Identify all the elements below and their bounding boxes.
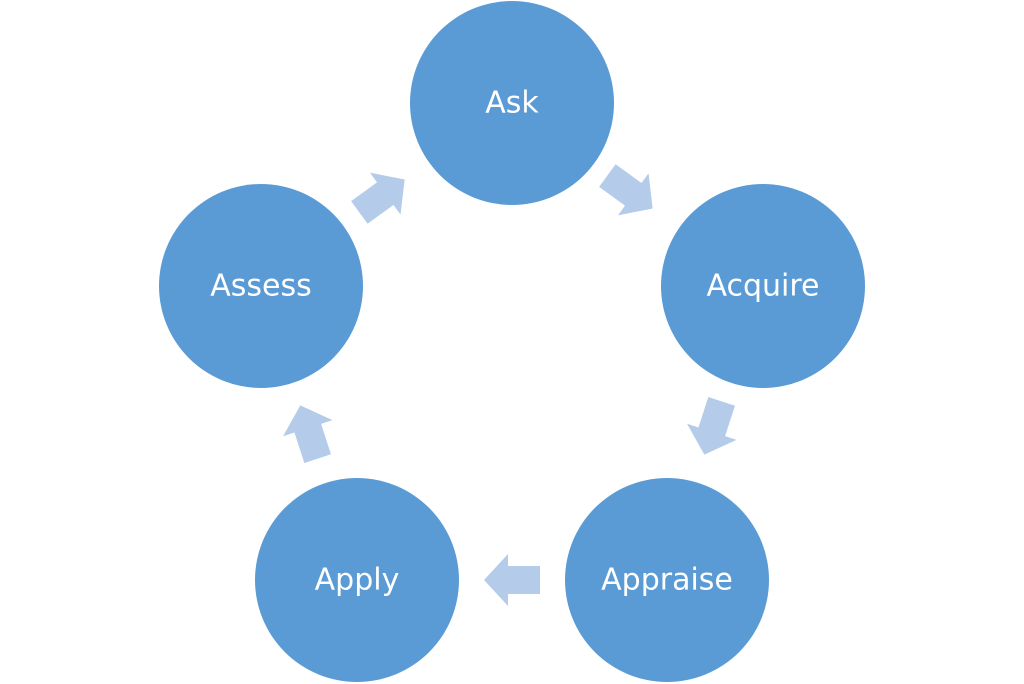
node-acquire: Acquire (661, 184, 865, 388)
cycle-arrow (351, 172, 405, 224)
node-apply: Apply (255, 478, 459, 682)
cycle-arrow (283, 405, 333, 463)
node-assess: Assess (159, 184, 363, 388)
node-circle (661, 184, 865, 388)
node-label: Acquire (706, 269, 819, 304)
node-appraise: Appraise (565, 478, 769, 682)
node-circle (159, 184, 363, 388)
node-label: Apply (315, 563, 400, 598)
node-label: Appraise (601, 563, 733, 598)
node-circle (410, 1, 614, 205)
node-circle (565, 478, 769, 682)
node-circle (255, 478, 459, 682)
cycle-arrow (687, 397, 737, 455)
node-ask: Ask (410, 1, 614, 205)
node-label: Assess (210, 269, 312, 304)
cycle-arrow (599, 164, 653, 216)
cycle-arrow (484, 554, 540, 606)
node-label: Ask (485, 86, 539, 121)
